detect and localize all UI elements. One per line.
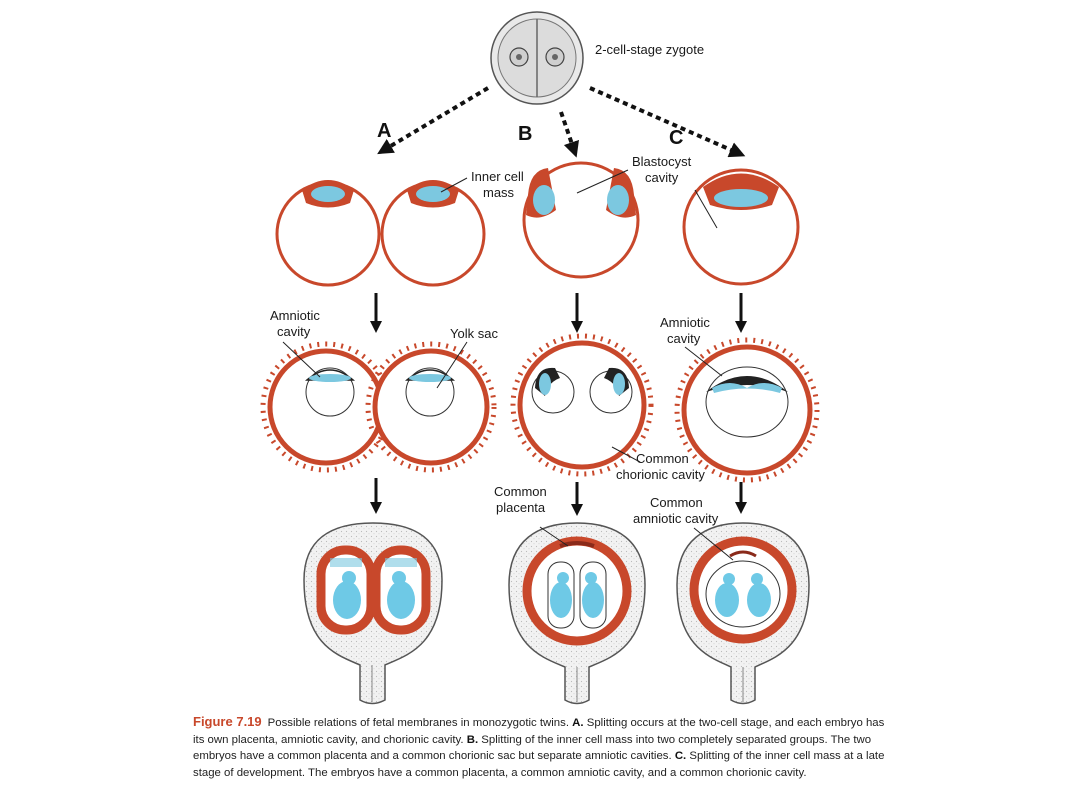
- caption-c-key: C.: [674, 750, 687, 762]
- placenta-leader: [539, 526, 569, 547]
- blastocyst-cavity-leader: [576, 169, 629, 194]
- branch-a-letter: A: [377, 120, 391, 142]
- caption-a-text: Splitting occurs at the two-cell stage, …: [193, 717, 885, 746]
- amniotic-left-label-1: Amniotic: [270, 308, 320, 323]
- amniotic-right-leader: [684, 346, 723, 377]
- branch-a-arrow: [377, 86, 490, 155]
- uterus-c: [676, 522, 810, 705]
- amniotic-left-leader: [282, 341, 321, 378]
- placenta-label-1: Common: [494, 484, 547, 499]
- blastocyst-c-leader: [694, 189, 718, 229]
- amniotic-right-label-1: Amniotic: [660, 315, 710, 330]
- caption-b-text: Splitting of the inner cell mass into tw…: [193, 733, 872, 763]
- chorionic-label-2: chorionic cavity: [616, 467, 705, 482]
- yolk-sac-leader: [436, 341, 468, 389]
- yolk-sac-label: Yolk sac: [450, 326, 498, 341]
- chorionic-label-1: Common: [636, 451, 689, 466]
- amniotic-right-label-2: cavity: [667, 331, 701, 346]
- blastocyst-cavity-label-2: cavity: [645, 170, 679, 185]
- branch-b-letter: B: [518, 123, 532, 145]
- chorion-b: [510, 333, 654, 477]
- zygote-cell: [490, 11, 584, 105]
- blastocyst-a-right: [380, 180, 486, 287]
- zygote-label: 2-cell-stage zygote: [595, 42, 704, 57]
- figure-number: Figure 7.19: [193, 714, 262, 729]
- caption-b-key: B.: [466, 733, 479, 746]
- chorionic-leader: [611, 446, 641, 463]
- branch-c-arrow: [589, 86, 746, 158]
- chorion-c: [674, 337, 820, 483]
- inner-cell-mass-label-2: mass: [483, 185, 515, 200]
- caption-intro: Possible relations of fetal membranes in…: [267, 717, 569, 729]
- chorion-a-right: [365, 341, 497, 473]
- caption-c-text: Splitting of the inner cell mass at a la…: [193, 750, 885, 779]
- caption-a-key: A.: [572, 717, 584, 729]
- inner-cell-mass-label-1: Inner cell: [471, 169, 524, 184]
- amniotic-common-leader: [693, 527, 734, 561]
- branch-c-letter: C: [669, 127, 683, 149]
- amniotic-left-label-2: cavity: [277, 324, 311, 339]
- branch-b-arrow: [559, 111, 579, 158]
- amniotic-common-label-2: amniotic cavity: [633, 511, 719, 526]
- blastocyst-a-left: [275, 180, 381, 287]
- blastocyst-c: [682, 168, 800, 286]
- blastocyst-cavity-label-1: Blastocyst: [632, 154, 692, 169]
- amniotic-common-label-1: Common: [650, 495, 703, 510]
- inner-cell-mass-leader: [440, 177, 468, 193]
- placenta-label-2: placenta: [496, 500, 546, 515]
- uterus-b: [508, 522, 646, 705]
- chorion-a-left: [260, 341, 392, 473]
- figure-caption: Figure 7.19 Possible relations of fetal m…: [193, 714, 893, 781]
- blastocyst-b: [522, 161, 640, 279]
- uterus-a: [303, 522, 443, 705]
